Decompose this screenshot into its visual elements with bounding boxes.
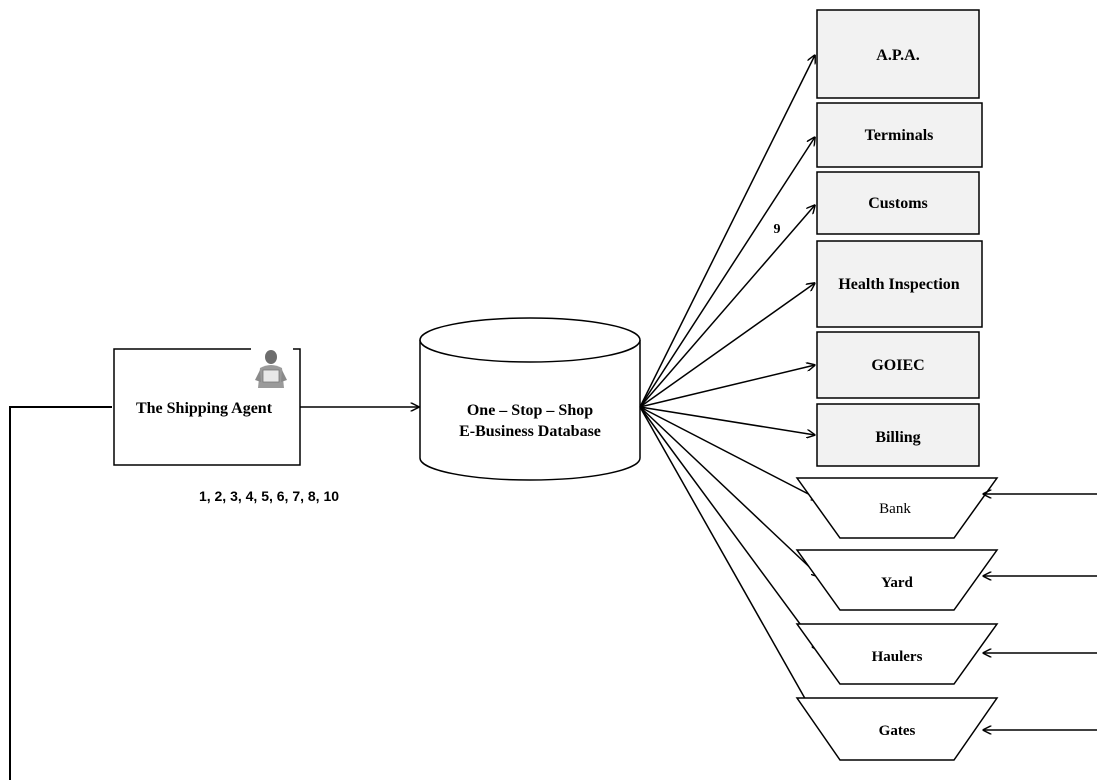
agency-box-apa: A.P.A.: [816, 9, 980, 99]
operator-trapezoid-gates: Gates: [795, 697, 999, 761]
shipping-agent-label: The Shipping Agent: [136, 400, 273, 417]
database-label-line1: One – Stop – Shop: [467, 402, 593, 419]
agent-steps: 1, 2, 3, 4, 5, 6, 7, 8, 10: [199, 488, 339, 504]
operator-label-yard: Yard: [881, 575, 913, 591]
distribution-arrows: [639, 55, 820, 725]
operator-trapezoid-haulers: Haulers: [795, 623, 999, 685]
agency-box-billing: Billing: [816, 403, 980, 467]
operator-label-haulers: Haulers: [872, 649, 923, 665]
agency-label-customs: Customs: [868, 195, 928, 212]
agency-box-customs: Customs: [816, 171, 980, 235]
agency-box-terminals: Terminals: [816, 102, 983, 168]
agency-label-billing: Billing: [875, 429, 920, 446]
agency-box-goiec: GOIEC: [816, 331, 980, 399]
database-cylinder: One – Stop – Shop E-Business Database: [419, 317, 641, 481]
operator-label-bank: Bank: [879, 501, 911, 517]
person-icon: [251, 348, 293, 390]
agency-label-health-inspection: Health Inspection: [838, 276, 959, 293]
agency-label-goiec: GOIEC: [871, 357, 924, 374]
operator-label-gates: Gates: [879, 723, 916, 739]
operator-trapezoid-yard: Yard: [795, 549, 999, 611]
database-label-line2: E-Business Database: [459, 423, 601, 440]
agency-label-apa: A.P.A.: [876, 47, 919, 64]
agency-box-health-inspection: Health Inspection: [816, 240, 983, 328]
feedback-line: [9, 406, 112, 780]
operator-trapezoid-bank: Bank: [795, 477, 999, 539]
agency-label-terminals: Terminals: [865, 127, 934, 144]
customs-step-number: 9: [774, 222, 781, 237]
shipping-agent-box: The Shipping Agent: [113, 348, 301, 466]
incoming-arrows: [983, 494, 1097, 730]
